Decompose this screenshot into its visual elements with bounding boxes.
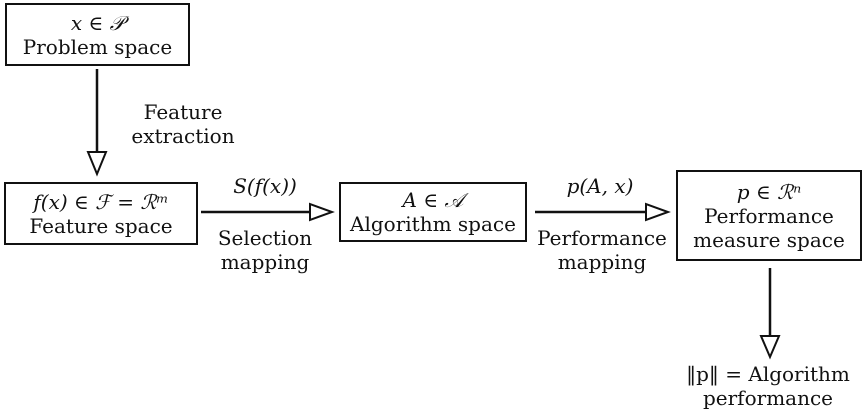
- edge-perf-mapping-label: Performance mapping: [530, 226, 674, 274]
- edge-extraction-label-1: Feature: [143, 100, 223, 124]
- edge-perf-mapping-label-2: mapping: [557, 250, 647, 274]
- performance-space-box: p ∈ ℛⁿ Performance measure space: [676, 170, 862, 261]
- edge-perf-mapping-math: p(A, x): [566, 174, 634, 198]
- performance-space-math: p ∈ ℛⁿ: [736, 179, 802, 204]
- feature-space-math: f(x) ∈ ℱ = ℛᵐ: [33, 189, 169, 214]
- problem-space-box: x ∈ 𝒫 Problem space: [5, 3, 190, 66]
- edge-output-label: ‖p‖ = Algorithm performance: [672, 362, 864, 410]
- edge-selection-math: S(f(x)): [233, 174, 297, 198]
- edge-extraction-arrowhead: [86, 151, 108, 177]
- edge-selection-label-1: Selection: [217, 226, 313, 250]
- edge-output-arrowhead: [759, 335, 781, 360]
- edge-extraction-label-2: extraction: [131, 124, 235, 148]
- edge-selection-label-2: mapping: [220, 250, 310, 274]
- performance-space-label-1: Performance: [704, 203, 834, 228]
- feature-space-box: f(x) ∈ ℱ = ℛᵐ Feature space: [4, 182, 198, 245]
- edge-extraction-label: Feature extraction: [118, 100, 248, 148]
- edge-selection-label: Selection mapping: [195, 226, 335, 274]
- edge-perf-mapping-label-1: Performance: [537, 226, 667, 250]
- algorithm-space-math: A ∈ 𝒜: [402, 188, 464, 212]
- edge-selection-arrowhead: [309, 202, 335, 222]
- problem-space-label: Problem space: [22, 34, 173, 59]
- edge-output-label-2: performance: [702, 386, 833, 410]
- edge-output-label-1: ‖p‖ = Algorithm: [686, 362, 850, 386]
- algorithm-space-label: Algorithm space: [350, 212, 516, 236]
- feature-space-label: Feature space: [29, 213, 173, 238]
- problem-space-math: x ∈ 𝒫: [70, 10, 125, 35]
- performance-space-label-2: measure space: [693, 227, 845, 252]
- algorithm-space-box: A ∈ 𝒜 Algorithm space: [339, 182, 527, 242]
- edge-perf-mapping-arrowhead: [645, 202, 671, 222]
